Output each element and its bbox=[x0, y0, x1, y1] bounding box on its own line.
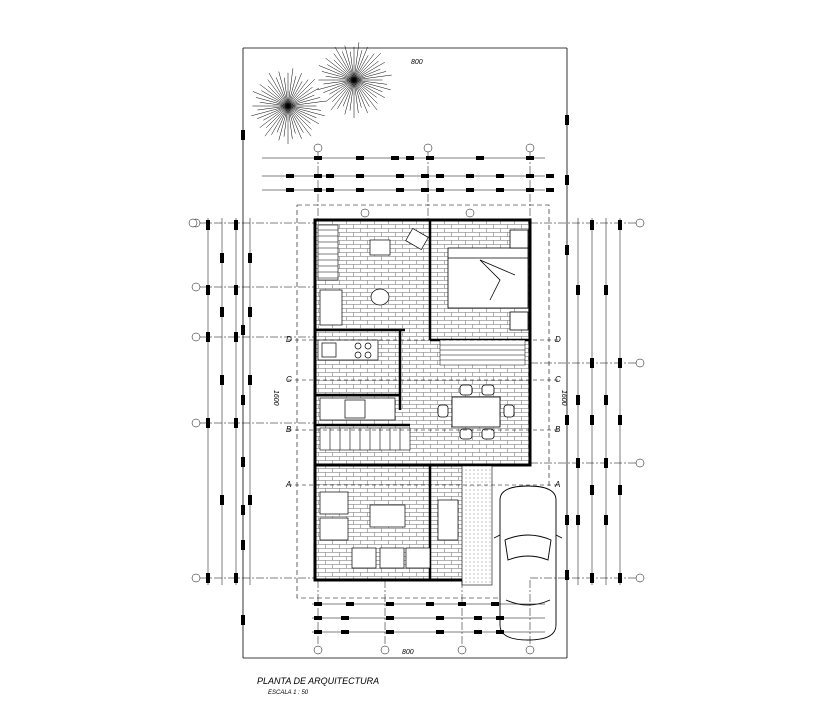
closet bbox=[439, 339, 526, 366]
stairs-lobby bbox=[317, 224, 339, 281]
toilet-icon bbox=[319, 227, 429, 326]
stairs bbox=[319, 427, 411, 451]
section-b-right: B bbox=[555, 425, 561, 434]
left-depth-dimension: 1600 bbox=[272, 390, 279, 406]
section-d-right: D bbox=[555, 335, 561, 344]
bottom-width-dimension: 800 bbox=[402, 649, 414, 656]
dining-table-icon bbox=[437, 384, 515, 440]
section-a-left: A bbox=[285, 480, 291, 489]
stove-icon bbox=[317, 339, 396, 421]
bed-icon bbox=[447, 229, 529, 331]
dimension-lines bbox=[206, 115, 622, 634]
grid-axes bbox=[188, 143, 645, 655]
car-icon bbox=[493, 485, 563, 641]
living-room-furniture bbox=[319, 491, 459, 569]
section-c-left: C bbox=[286, 375, 292, 384]
section-d-left: D bbox=[286, 335, 292, 344]
drawing-title: PLANTA DE ARQUITECTURA bbox=[257, 676, 379, 686]
lot-boundary bbox=[242, 47, 568, 659]
section-lines bbox=[288, 339, 560, 486]
tree-icon bbox=[317, 42, 392, 118]
section-b-left: B bbox=[286, 425, 292, 434]
section-c-right: C bbox=[555, 375, 561, 384]
section-a-right: A bbox=[554, 480, 560, 489]
drawing-scale: ESCALA 1 : 50 bbox=[268, 690, 309, 696]
top-width-dimension: 800 bbox=[411, 59, 423, 66]
right-depth-dimension: 1600 bbox=[560, 390, 567, 406]
tree-icon bbox=[251, 68, 326, 144]
roof-outline bbox=[296, 204, 550, 599]
